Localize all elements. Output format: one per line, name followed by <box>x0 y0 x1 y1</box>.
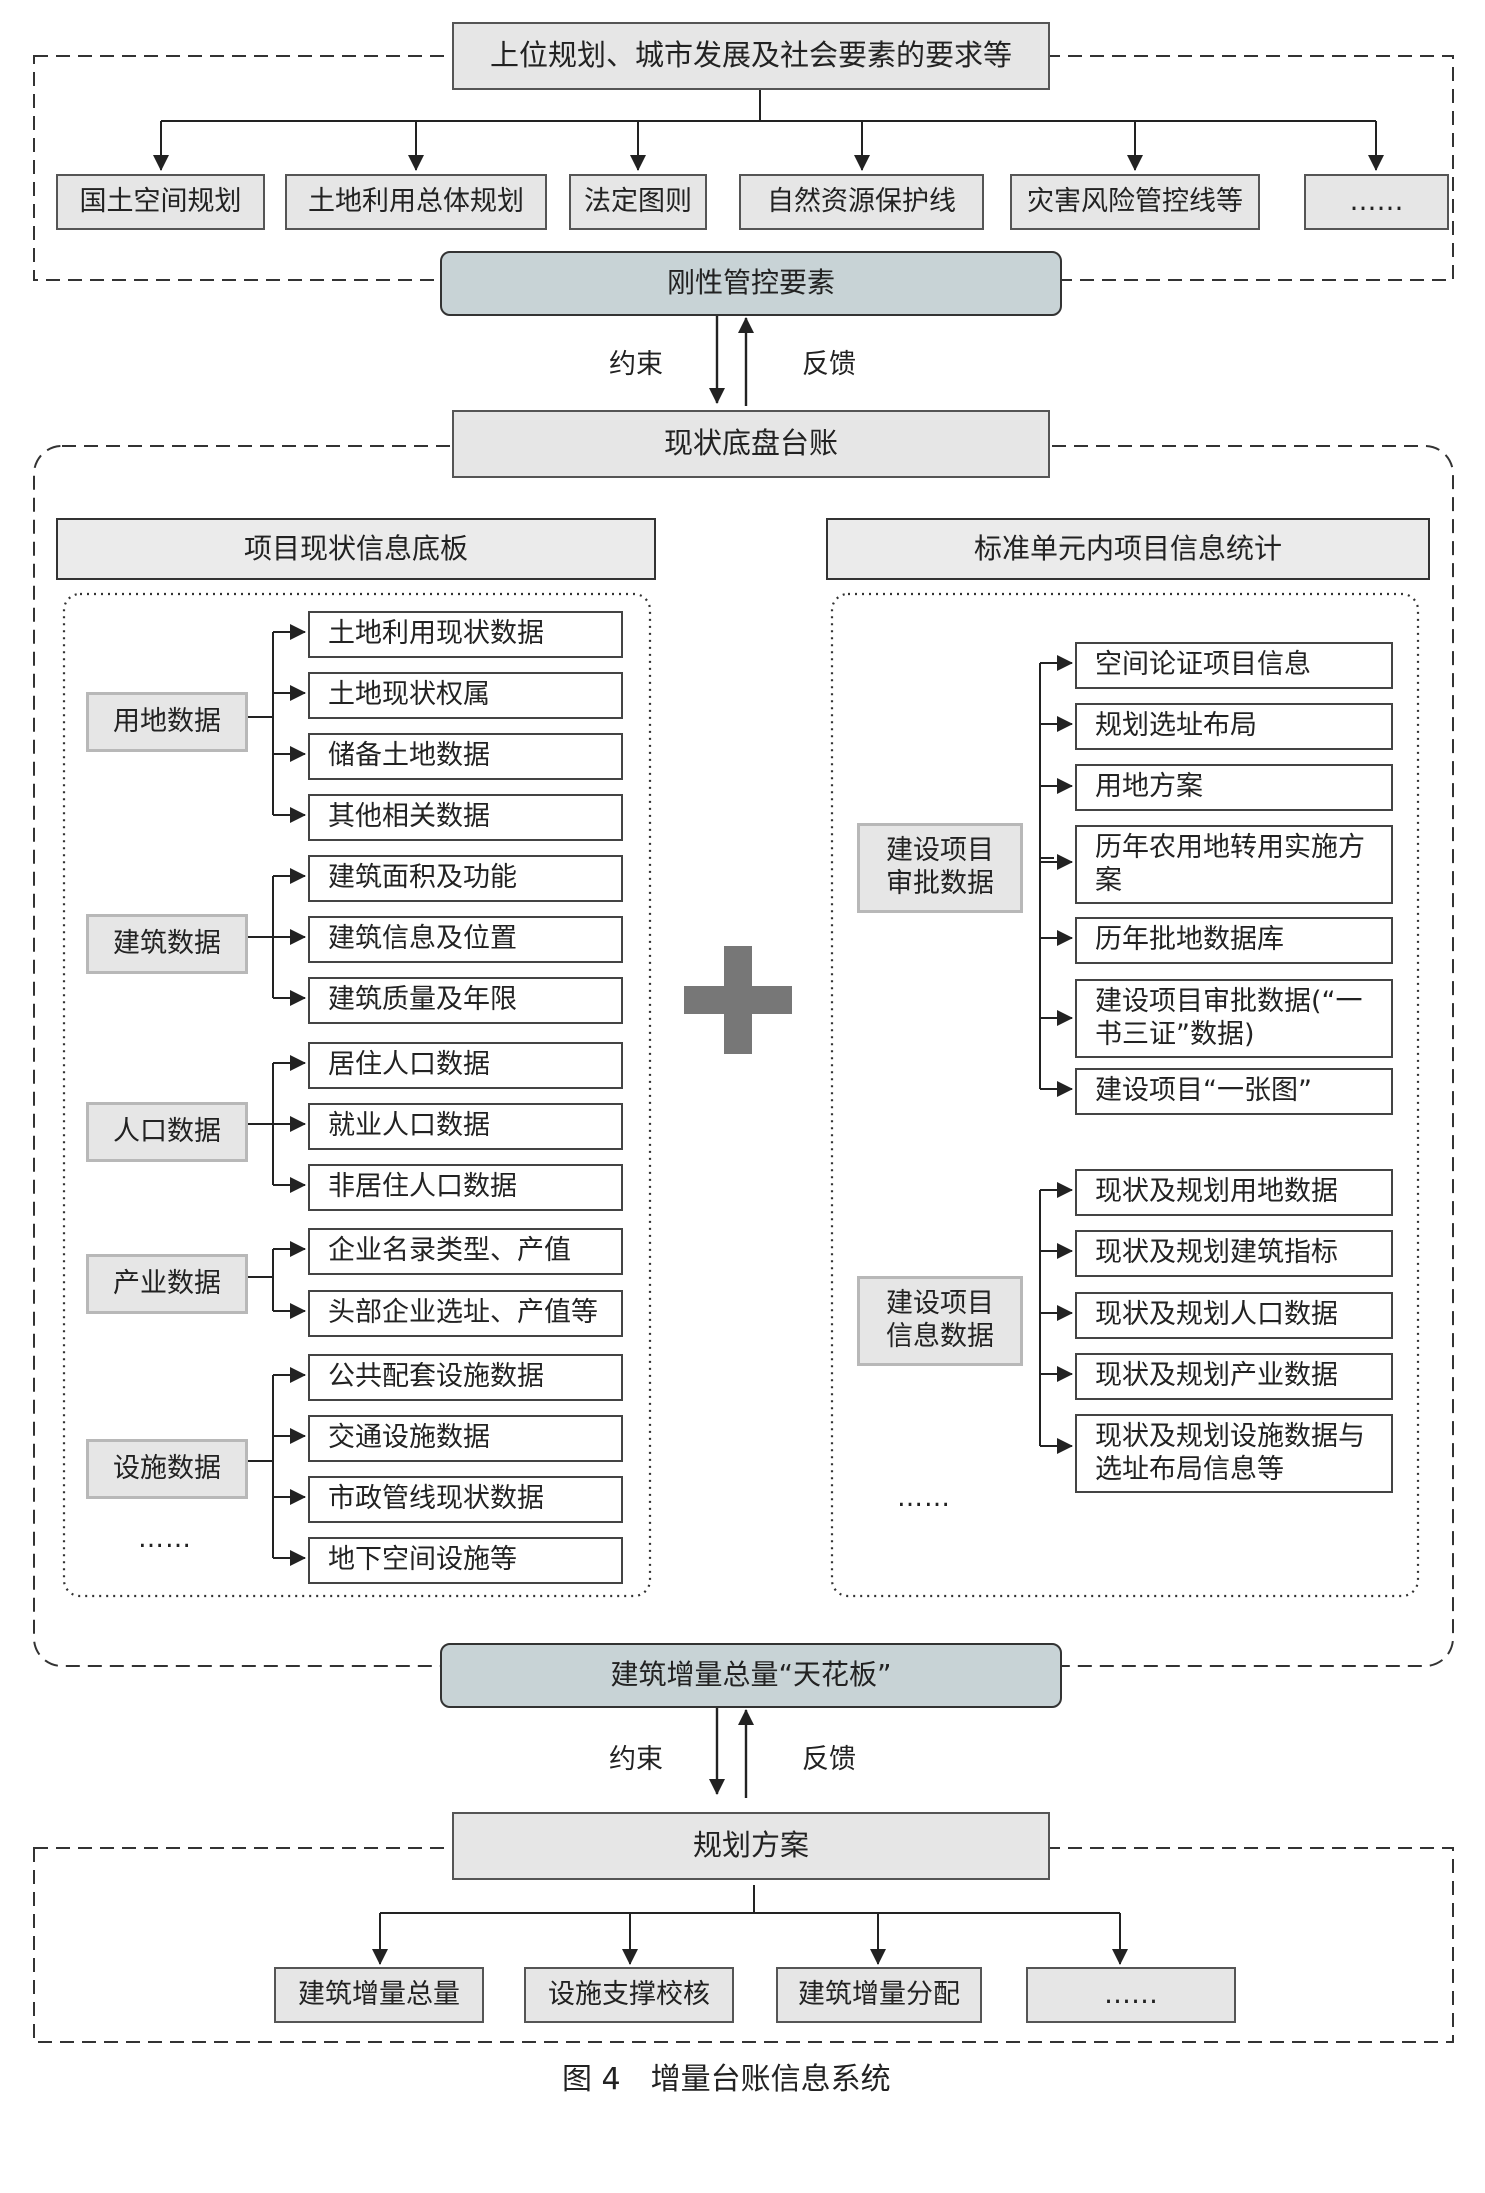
group-project-info-data: 建设项目信息数据 <box>857 1276 1023 1366</box>
plus-icon <box>684 946 792 1054</box>
approval-item-certificates: 建设项目审批数据(“一书三证”数据) <box>1075 979 1393 1058</box>
ledger-title-box: 现状底盘台账 <box>452 410 1050 478</box>
group-facility-data: 设施数据 <box>86 1439 248 1499</box>
group-industry-data: 产业数据 <box>86 1254 248 1314</box>
approval-item-spatial: 空间论证项目信息 <box>1075 642 1393 689</box>
right-panel-title: 标准单元内项目信息统计 <box>826 518 1430 580</box>
rigid-control-box: 刚性管控要素 <box>440 251 1062 316</box>
constraint-label-top: 约束 <box>609 349 663 380</box>
land-item-reserve: 储备土地数据 <box>308 733 623 780</box>
population-item-non-resident: 非居住人口数据 <box>308 1164 623 1211</box>
building-item-location: 建筑信息及位置 <box>308 916 623 963</box>
right-panel-more: …… <box>897 1483 951 1513</box>
requirements-source-box: 上位规划、城市发展及社会要素的要求等 <box>452 22 1050 90</box>
feedback-label-bottom: 反馈 <box>802 1744 856 1775</box>
bottom-item-check: 设施支撑校核 <box>524 1967 734 2023</box>
facility-item-public: 公共配套设施数据 <box>308 1354 623 1401</box>
top-item-land-use-plan: 土地利用总体规划 <box>285 174 547 230</box>
building-item-quality: 建筑质量及年限 <box>308 977 623 1024</box>
left-panel-title: 项目现状信息底板 <box>56 518 656 580</box>
bottom-item-more: …… <box>1026 1967 1236 2023</box>
approval-item-land-plan: 用地方案 <box>1075 764 1393 811</box>
info-item-industry: 现状及规划产业数据 <box>1075 1353 1393 1400</box>
population-item-resident: 居住人口数据 <box>308 1042 623 1089</box>
bottom-item-total: 建筑增量总量 <box>274 1967 484 2023</box>
info-item-land: 现状及规划用地数据 <box>1075 1169 1393 1216</box>
approval-item-land-database: 历年批地数据库 <box>1075 917 1393 964</box>
building-item-area: 建筑面积及功能 <box>308 855 623 902</box>
facility-item-underground: 地下空间设施等 <box>308 1537 623 1584</box>
feedback-label-top: 反馈 <box>802 349 856 380</box>
info-item-population: 现状及规划人口数据 <box>1075 1292 1393 1339</box>
facility-item-traffic: 交通设施数据 <box>308 1415 623 1462</box>
facility-item-pipeline: 市政管线现状数据 <box>308 1476 623 1523</box>
group-approval-data: 建设项目审批数据 <box>857 823 1023 913</box>
plan-scheme-box: 规划方案 <box>452 1812 1050 1880</box>
top-item-more: …… <box>1304 174 1449 230</box>
approval-item-siting: 规划选址布局 <box>1075 703 1393 750</box>
land-item-current-use: 土地利用现状数据 <box>308 611 623 658</box>
top-item-statutory-map: 法定图则 <box>569 174 707 230</box>
info-item-building: 现状及规划建筑指标 <box>1075 1230 1393 1277</box>
land-item-ownership: 土地现状权属 <box>308 672 623 719</box>
group-building-data: 建筑数据 <box>86 914 248 974</box>
population-item-employment: 就业人口数据 <box>308 1103 623 1150</box>
group-population-data: 人口数据 <box>86 1102 248 1162</box>
ledger-dashed-frame <box>33 445 1454 1667</box>
top-item-resource-line: 自然资源保护线 <box>739 174 984 230</box>
approval-item-one-map: 建设项目“一张图” <box>1075 1068 1393 1115</box>
industry-item-leading: 头部企业选址、产值等 <box>308 1290 623 1337</box>
top-item-disaster-line: 灾害风险管控线等 <box>1010 174 1260 230</box>
land-item-other: 其他相关数据 <box>308 794 623 841</box>
left-panel-more: …… <box>138 1524 192 1554</box>
industry-item-directory: 企业名录类型、产值 <box>308 1228 623 1275</box>
figure-caption: 图 4 增量台账信息系统 <box>562 2062 891 2097</box>
constraint-label-bottom: 约束 <box>609 1744 663 1775</box>
ceiling-box: 建筑增量总量“天花板” <box>440 1643 1062 1708</box>
group-land-data: 用地数据 <box>86 692 248 752</box>
bottom-item-allocation: 建筑增量分配 <box>776 1967 982 2023</box>
info-item-facility: 现状及规划设施数据与选址布局信息等 <box>1075 1414 1393 1493</box>
approval-item-conversion: 历年农用地转用实施方案 <box>1075 825 1393 904</box>
top-item-territorial-plan: 国土空间规划 <box>56 174 265 230</box>
